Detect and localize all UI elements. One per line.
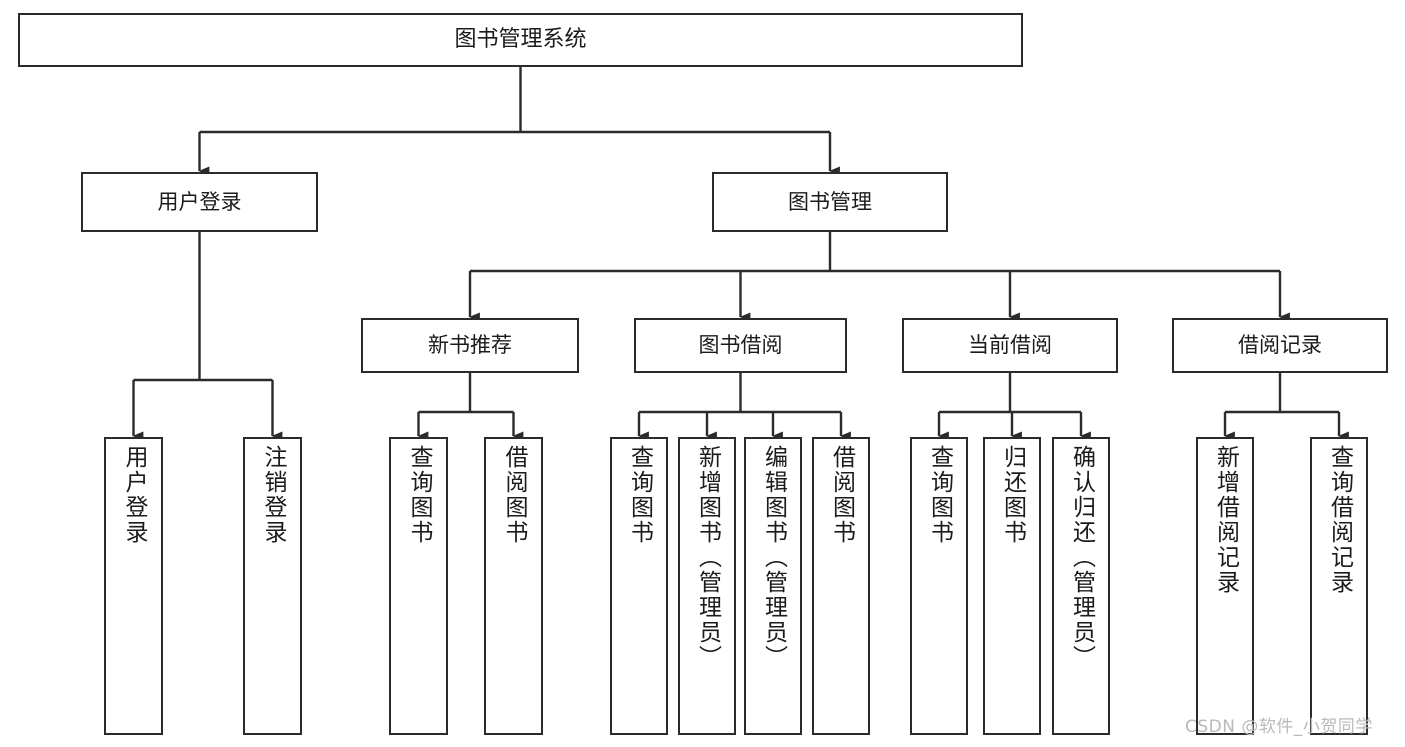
leaf-node-label: 注销登录 xyxy=(260,445,286,545)
node-label: 借阅记录 xyxy=(1238,333,1322,358)
node-root[interactable]: 图书管理系统 xyxy=(18,13,1023,67)
leaf-node[interactable]: 新增图书（管理员） xyxy=(678,437,736,735)
node-book-borrow[interactable]: 图书借阅 xyxy=(634,318,847,373)
node-label: 图书借阅 xyxy=(698,333,783,358)
leaf-node[interactable]: 确认归还（管理员） xyxy=(1052,437,1110,735)
node-user-login[interactable]: 用户登录 xyxy=(81,172,318,232)
leaf-node[interactable]: 注销登录 xyxy=(243,437,302,735)
leaf-node-label: 借阅图书 xyxy=(828,445,855,545)
leaf-node-label: 归还图书 xyxy=(999,445,1026,545)
leaf-node[interactable]: 归还图书 xyxy=(983,437,1041,735)
leaf-node-label: 确认归还（管理员） xyxy=(1068,445,1095,670)
leaf-node[interactable]: 用户登录 xyxy=(104,437,163,735)
node-current-borrow[interactable]: 当前借阅 xyxy=(902,318,1118,373)
node-new-book-recommend[interactable]: 新书推荐 xyxy=(361,318,579,373)
leaf-node-label: 查询借阅记录 xyxy=(1326,445,1353,595)
leaf-node[interactable]: 查询图书 xyxy=(610,437,668,735)
leaf-node[interactable]: 编辑图书（管理员） xyxy=(744,437,802,735)
leaf-node-label: 查询图书 xyxy=(926,445,953,545)
node-label: 用户登录 xyxy=(157,189,242,214)
leaf-node[interactable]: 查询图书 xyxy=(910,437,968,735)
leaf-node[interactable]: 借阅图书 xyxy=(812,437,870,735)
leaf-node[interactable]: 借阅图书 xyxy=(484,437,543,735)
leaf-node[interactable]: 查询借阅记录 xyxy=(1310,437,1368,735)
node-book-manage[interactable]: 图书管理 xyxy=(712,172,948,232)
leaf-node-label: 新增借阅记录 xyxy=(1212,445,1239,595)
node-borrow-record[interactable]: 借阅记录 xyxy=(1172,318,1388,373)
leaf-node-label: 新增图书（管理员） xyxy=(694,445,721,670)
node-label: 图书管理 xyxy=(788,189,872,214)
leaf-node-label: 查询图书 xyxy=(626,445,653,545)
leaf-node[interactable]: 查询图书 xyxy=(389,437,448,735)
leaf-node-label: 用户登录 xyxy=(121,445,147,545)
node-label: 新书推荐 xyxy=(428,333,512,358)
leaf-node-label: 编辑图书（管理员） xyxy=(760,445,787,670)
node-label: 当前借阅 xyxy=(968,333,1052,358)
leaf-node[interactable]: 新增借阅记录 xyxy=(1196,437,1254,735)
watermark: CSDN @软件_小贺同学 xyxy=(1185,717,1373,737)
leaf-node-label: 借阅图书 xyxy=(501,445,527,545)
leaf-node-label: 查询图书 xyxy=(406,445,432,545)
node-label: 图书管理系统 xyxy=(454,27,587,53)
